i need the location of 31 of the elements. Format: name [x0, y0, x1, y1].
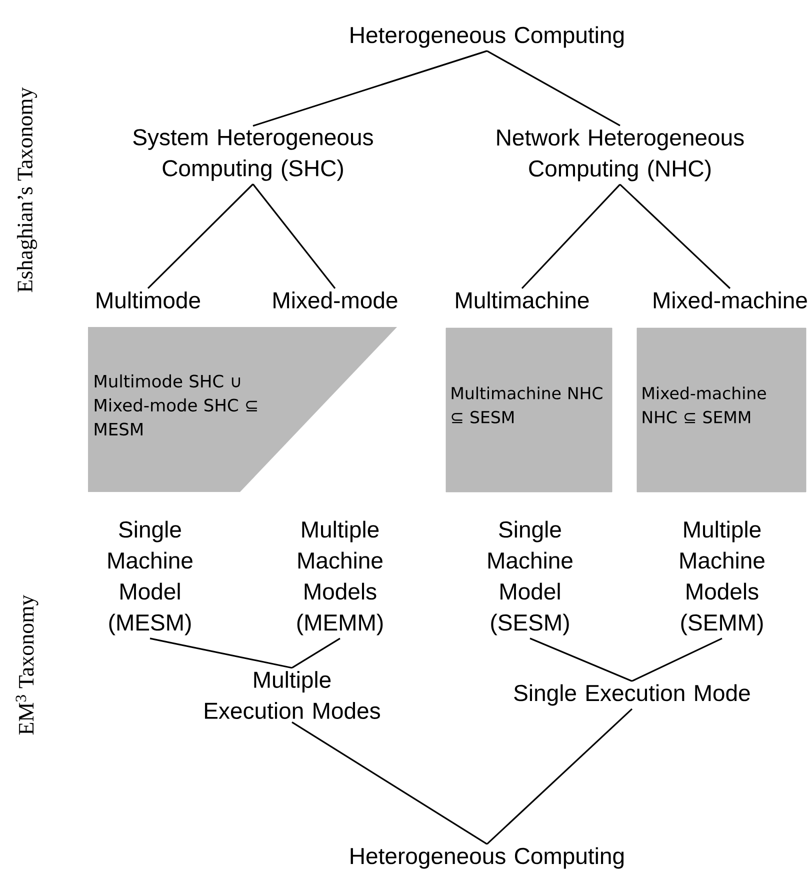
- connector-line: [292, 638, 340, 669]
- connector-line: [632, 638, 722, 682]
- node-label: Network Heterogeneous Computing (NHC): [497, 128, 744, 182]
- connector-line: [292, 721, 488, 845]
- node-label: Multiple Execution Modes: [205, 671, 380, 719]
- node-label: Multiple Machine Models (SEMM): [680, 520, 764, 636]
- shaded-box: Mixed-machine NHC ⊆ SEMM: [636, 328, 806, 492]
- connector-line: [486, 708, 633, 845]
- connector-line: [150, 638, 292, 669]
- node-label: Single Machine Model (SESM): [488, 520, 572, 636]
- node-label: Single Machine Model (MESM): [108, 520, 192, 636]
- node-label: Single Execution Mode: [514, 684, 750, 706]
- node-label: Mixed-mode: [274, 292, 398, 308]
- node-label: Multiple Machine Models (MEMM): [297, 520, 383, 636]
- node-label: System Heterogeneous Computing (SHC): [133, 129, 373, 181]
- connector-line: [486, 50, 620, 126]
- connector-line: [147, 184, 254, 289]
- node-label: Mixed-machine: [654, 292, 807, 308]
- shaded-region: Multimode SHC ∪ Mixed-mode SHC ⊆ MESM: [88, 327, 397, 492]
- node-label: Multimachine: [456, 292, 589, 308]
- connector-line: [521, 184, 621, 289]
- side-heading: Eshaghian’s Taxonomy: [17, 87, 37, 292]
- connector-line: [252, 184, 336, 289]
- shaded-box: Multimachine NHC ⊆ SESM: [446, 328, 612, 492]
- connector-line: [530, 638, 632, 682]
- side-heading: EM$^{3}$ Taxonomy: [16, 594, 38, 735]
- connector-line: [619, 184, 731, 289]
- connector-line: [252, 50, 488, 127]
- node-label: Heterogeneous Computing: [350, 26, 624, 48]
- node-label: Heterogeneous Computing: [350, 847, 624, 869]
- node-label: Multimode: [96, 292, 200, 308]
